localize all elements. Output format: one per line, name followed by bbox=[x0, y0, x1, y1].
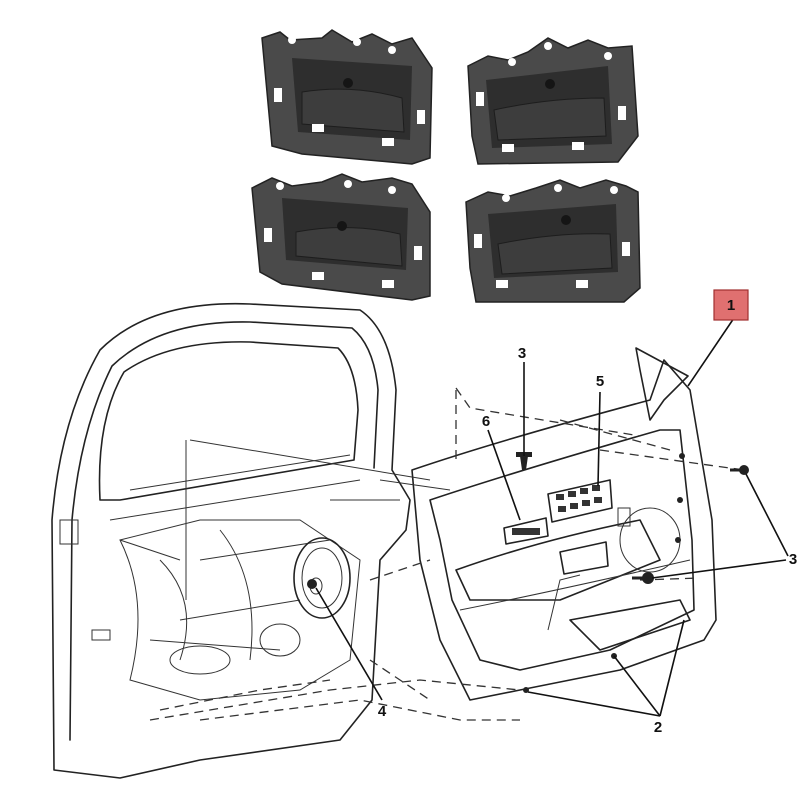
clip-hole-e bbox=[675, 537, 681, 543]
leader-5 bbox=[597, 391, 601, 487]
leader-3-right-b bbox=[651, 559, 787, 579]
leader-1 bbox=[687, 317, 735, 387]
speaker-clip-icon bbox=[307, 579, 317, 589]
callout-1-highlight-box bbox=[713, 289, 749, 321]
clip-hole-d bbox=[677, 497, 683, 503]
alignment-dashes bbox=[149, 387, 745, 721]
door-frame bbox=[51, 302, 411, 779]
window-switch-buttons bbox=[556, 485, 602, 512]
leader-3-right-a bbox=[745, 473, 789, 557]
door-handle-front-right bbox=[467, 37, 639, 165]
callout-6-number: 6 bbox=[482, 413, 490, 430]
callout-2-number: 2 bbox=[654, 719, 662, 736]
callout-3-top-number: 3 bbox=[518, 345, 526, 362]
screw-fastener-lower-icon bbox=[632, 572, 654, 584]
callout-4-number: 4 bbox=[378, 703, 387, 720]
leader-2a bbox=[613, 655, 661, 717]
door-trim-panel bbox=[411, 347, 717, 701]
callout-3-right-number: 3 bbox=[789, 551, 797, 568]
door-handle-rear-left bbox=[251, 173, 431, 301]
clip-hole-b bbox=[523, 687, 529, 693]
callout-1: 1 bbox=[713, 289, 749, 321]
assembly-lines bbox=[119, 439, 451, 600]
screw-fastener-right-icon bbox=[730, 465, 749, 475]
leader-2b bbox=[527, 691, 661, 717]
door-handle-rear-right bbox=[465, 179, 641, 303]
leader-4 bbox=[315, 587, 383, 701]
callout-1-number: 1 bbox=[727, 297, 735, 314]
callout-5-number: 5 bbox=[596, 373, 604, 390]
leader-6 bbox=[487, 429, 521, 521]
leader-2c bbox=[659, 619, 685, 717]
door-handle-front-left bbox=[261, 29, 433, 165]
clip-hole-c bbox=[679, 453, 685, 459]
